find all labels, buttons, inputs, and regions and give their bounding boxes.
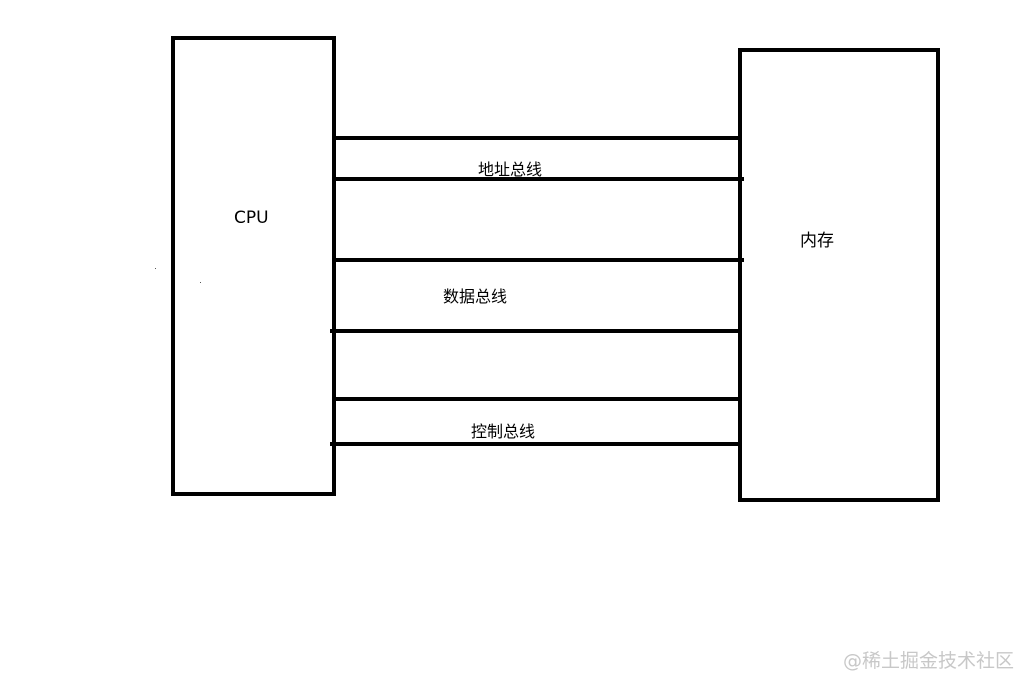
memory-block	[738, 48, 940, 502]
address-bus-top-line	[336, 136, 742, 140]
stray-dot	[155, 268, 156, 269]
watermark: @稀土掘金技术社区	[842, 650, 1014, 672]
memory-label: 内存	[800, 231, 834, 251]
address-bus-bottom-line	[334, 177, 744, 181]
stray-dot	[200, 282, 201, 283]
address-bus-label: 地址总线	[478, 160, 543, 179]
cpu-label: CPU	[234, 208, 269, 228]
control-bus-bottom-line	[330, 442, 742, 446]
control-bus-label: 控制总线	[471, 422, 536, 441]
data-bus-label: 数据总线	[443, 287, 508, 306]
control-bus-top-line	[336, 397, 742, 401]
cpu-block	[171, 36, 336, 496]
data-bus-bottom-line	[330, 329, 740, 333]
data-bus-top-line	[332, 258, 744, 262]
